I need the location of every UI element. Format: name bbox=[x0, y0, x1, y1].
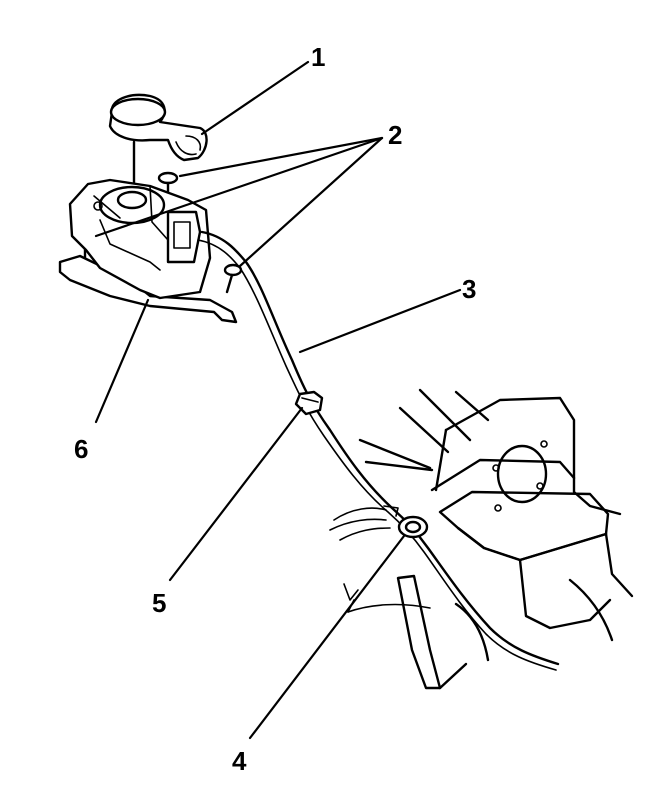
callout-5: 5 bbox=[152, 588, 166, 618]
grommet-part bbox=[383, 505, 429, 539]
actuator-housing-part bbox=[58, 178, 238, 324]
leader-lines bbox=[94, 60, 462, 740]
leader-2a bbox=[178, 136, 384, 178]
leader-1 bbox=[200, 60, 310, 136]
callout-3: 3 bbox=[462, 274, 476, 304]
callout-1: 1 bbox=[311, 42, 325, 72]
leader-2c bbox=[238, 136, 384, 268]
leader-5 bbox=[168, 406, 304, 582]
callout-labels: 1 2 3 4 5 6 bbox=[74, 42, 476, 776]
leader-6 bbox=[94, 298, 150, 424]
callout-4: 4 bbox=[232, 746, 247, 776]
leader-4 bbox=[248, 534, 406, 740]
callout-6: 6 bbox=[74, 434, 88, 464]
leader-2b bbox=[94, 136, 384, 238]
cable-part bbox=[197, 230, 560, 671]
cap-part bbox=[108, 93, 208, 190]
engine-block-background bbox=[329, 388, 634, 690]
screw-right bbox=[223, 263, 243, 294]
leader-3 bbox=[298, 288, 462, 354]
callout-2: 2 bbox=[388, 120, 402, 150]
